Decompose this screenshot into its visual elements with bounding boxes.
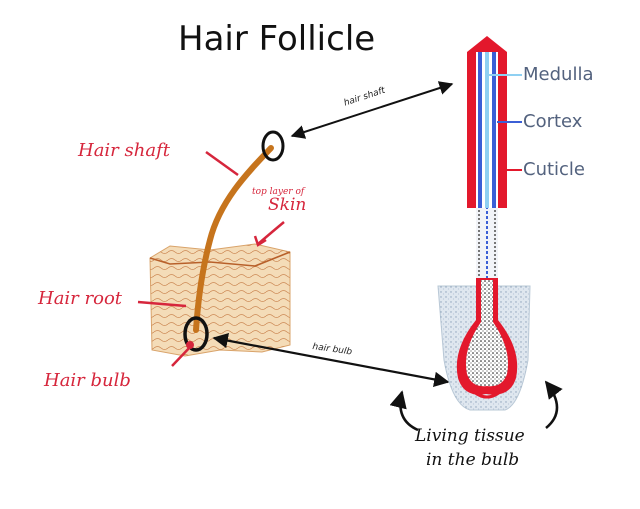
living-tissue-arrow-right bbox=[544, 380, 563, 429]
hair-root-label: Hair root bbox=[38, 288, 123, 309]
hair-shaft-circle bbox=[261, 130, 285, 162]
root-section bbox=[476, 206, 498, 278]
medulla-label: Medulla bbox=[523, 64, 594, 85]
living-tissue-label-line1: Living tissue bbox=[415, 426, 525, 446]
hair-shaft-arrow bbox=[290, 81, 454, 139]
living-tissue-label-line2: in the bulb bbox=[426, 450, 520, 470]
cuticle-label: Cuticle bbox=[523, 159, 586, 180]
follicle-cross-section bbox=[437, 276, 531, 411]
skin-pointer-head bbox=[253, 235, 267, 247]
diagram-title: Hair Follicle bbox=[178, 19, 376, 59]
skin-pointer bbox=[257, 221, 285, 245]
top-layer-label: top layer of bbox=[252, 187, 305, 197]
hair-root-pointer bbox=[137, 300, 187, 308]
skin-label: Skin bbox=[268, 195, 307, 215]
bulb-dot bbox=[186, 341, 194, 349]
hair-shaft-label: Hair shaft bbox=[78, 140, 170, 161]
cortex-label: Cortex bbox=[523, 111, 583, 132]
hair-shaft-pointer bbox=[205, 150, 239, 177]
shaft-cross-section bbox=[467, 36, 507, 208]
hair-bulb-arrow bbox=[212, 332, 450, 388]
hair-strand bbox=[193, 145, 274, 333]
living-tissue-arrow-left bbox=[389, 390, 419, 432]
hair-bulb-label: Hair bulb bbox=[44, 370, 131, 391]
hair-bulb-circle bbox=[183, 316, 209, 352]
